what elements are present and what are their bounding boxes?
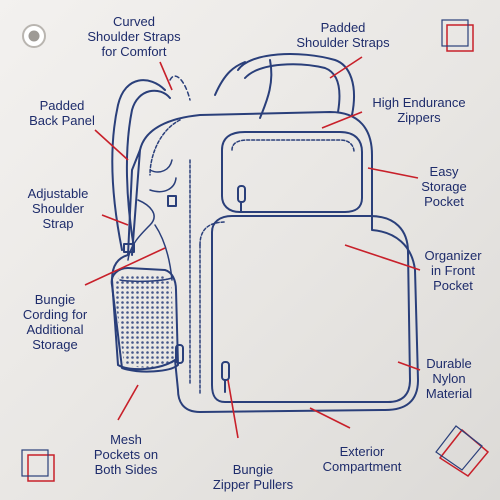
label-padded-straps: Padded Shoulder Straps [296, 20, 390, 50]
corner-mark-top-right [446, 24, 474, 52]
leader-organizer [344, 244, 421, 271]
leader-zippers [321, 111, 363, 129]
label-bungie-pullers: Bungie Zipper Pullers [212, 462, 294, 492]
backpack-body [111, 111, 419, 413]
bungee-cord [127, 199, 155, 261]
padded-strap-right [237, 53, 356, 116]
label-durable-nylon: Durable Nylon Material [425, 356, 473, 401]
zipper-puller-2 [175, 344, 184, 364]
label-easy-storage: Easy Storage Pocket [421, 164, 467, 209]
top-pocket [221, 131, 363, 213]
curved-strap-dashed [169, 75, 191, 101]
mesh-pocket-outline [110, 267, 179, 373]
label-bungie-cording: Bungie Cording for Additional Storage [22, 292, 88, 352]
leader-lines [84, 56, 421, 439]
label-padded-back: Padded Back Panel [29, 98, 95, 128]
backpack-outline [110, 53, 419, 413]
leader-mesh-pockets [117, 384, 139, 421]
mesh-pocket [114, 274, 174, 368]
zipper-puller-1 [221, 361, 230, 381]
leader-curved-straps [159, 61, 173, 91]
front-pocket [211, 215, 411, 403]
leader-padded-straps [329, 56, 363, 79]
leader-padded-back [94, 129, 129, 161]
label-adjustable-strap: Adjustable Shoulder Strap [27, 186, 89, 231]
label-organizer: Organizer in Front Pocket [424, 248, 482, 293]
corner-mark-top-right-2 [441, 19, 469, 47]
leader-easy-storage [367, 167, 419, 179]
leader-bungie-cording [84, 247, 166, 286]
label-exterior: Exterior Compartment [322, 444, 402, 474]
leader-durable-nylon [397, 361, 421, 371]
label-zippers: High Endurance Zippers [372, 95, 466, 125]
leader-bungie-pullers [227, 379, 239, 439]
curved-strap-left [111, 79, 166, 251]
corner-mark-bottom-left-2 [21, 449, 49, 477]
label-mesh-pockets: Mesh Pockets on Both Sides [93, 432, 159, 477]
leader-exterior [309, 407, 351, 429]
label-curved-straps: Curved Shoulder Straps for Comfort [87, 14, 181, 59]
leader-adjustable-strap [101, 214, 129, 226]
corner-mark-bottom-right-2 [435, 425, 483, 471]
corner-mark-bottom-left [27, 454, 55, 482]
